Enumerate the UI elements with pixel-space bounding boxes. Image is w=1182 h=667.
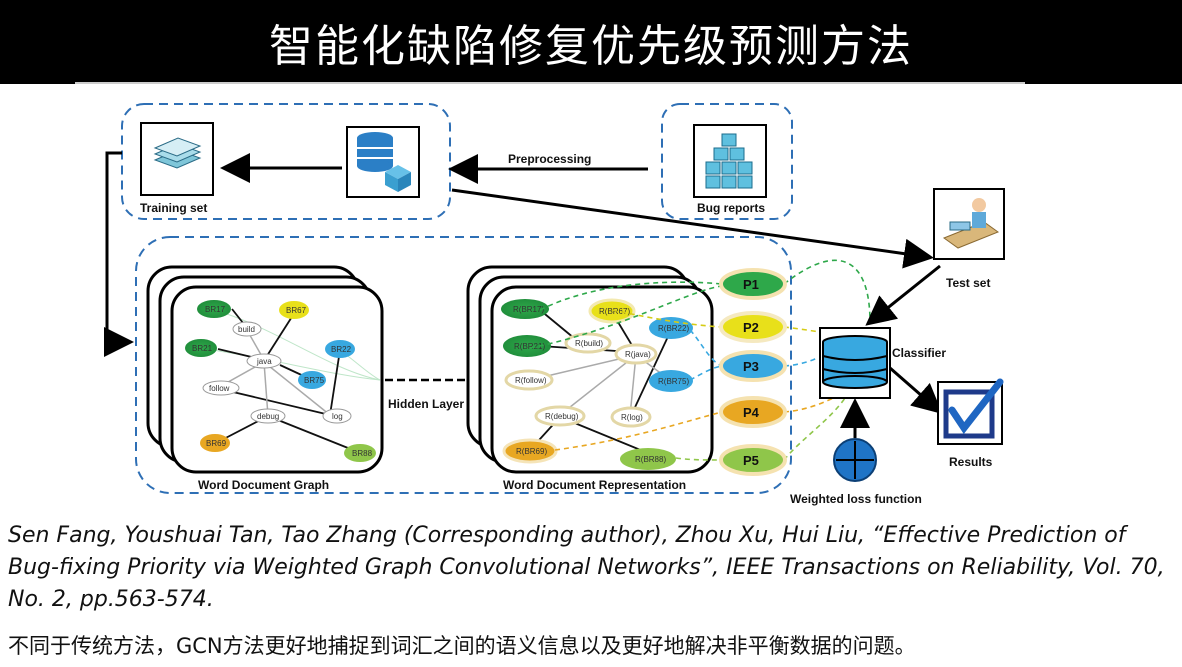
- graph-node-label: BR17: [205, 305, 226, 314]
- summary-text: 不同于传统方法，GCN方法更好地捕捉到词汇之间的语义信息以及更好地解决非平衡数据…: [8, 634, 916, 658]
- rep-node-label: R(build): [575, 339, 603, 348]
- results-checkbox-icon: [937, 378, 1004, 445]
- results-label: Results: [949, 455, 993, 469]
- rep-node-label: R(log): [621, 413, 643, 422]
- test-to-classifier-arrow: [865, 264, 941, 326]
- rep-node-label: R(BR22): [658, 324, 689, 333]
- word-document-representation-label: Word Document Representation: [503, 478, 686, 492]
- priority-p4: P4: [719, 396, 787, 428]
- rep-node-label: R(BR88): [635, 455, 666, 464]
- rep-node-label: R(BR21): [514, 342, 545, 351]
- classifier-icon: [819, 327, 891, 399]
- database-icon: [346, 126, 420, 198]
- priority-label: P4: [743, 405, 760, 420]
- bug-reports-box: [661, 103, 793, 220]
- bug-reports-icon: [693, 124, 767, 198]
- priority-p5: P5: [719, 444, 787, 476]
- rep-node-label: R(BR67): [599, 307, 630, 316]
- to-test-set-arrow: [451, 188, 934, 269]
- graph-node-label: BR88: [352, 449, 373, 458]
- priority-p1: P1: [719, 268, 787, 300]
- word-document-representation: R(BR17) R(BR67) R(BR21) R(build) R(BR22)…: [466, 265, 714, 474]
- bug-reports-label: Bug reports: [697, 201, 765, 215]
- weighted-loss-icon: [833, 438, 877, 482]
- training-set-icon: [140, 122, 214, 196]
- priority-label: P5: [743, 453, 759, 468]
- word-document-graph-label: Word Document Graph: [198, 478, 329, 492]
- weighted-loss-label: Weighted loss function: [790, 492, 922, 506]
- graph-node-label: build: [238, 325, 255, 334]
- graph-node-label: follow: [209, 384, 230, 393]
- paper-citation: Sen Fang, Youshuai Tan, Tao Zhang (Corre…: [8, 523, 1165, 612]
- classifier-to-results-arrow: [889, 366, 943, 414]
- rep-node-label: R(BR75): [658, 377, 689, 386]
- test-set-icon: [933, 188, 1005, 260]
- graph-node-label: log: [332, 412, 343, 421]
- model-group-box: [135, 236, 792, 494]
- graph-node-label: BR69: [206, 439, 227, 448]
- training-feed-arrow: [104, 151, 134, 357]
- graph-node-label: BR75: [304, 376, 325, 385]
- graph-node-label: BR21: [192, 344, 213, 353]
- title-divider: [75, 82, 1025, 84]
- graph-node-label: BR67: [286, 306, 307, 315]
- word-document-graph: BR17 build BR67 BR21 java BR22 follow BR…: [146, 265, 384, 474]
- rep-node-label: R(debug): [545, 412, 579, 421]
- rep-node-label: R(BR69): [516, 447, 547, 456]
- graph-node-label: java: [256, 357, 272, 366]
- graph-node-label: debug: [257, 412, 279, 421]
- priority-p2: P2: [719, 311, 787, 343]
- priority-label: P2: [743, 320, 759, 335]
- priority-label: P1: [743, 277, 759, 292]
- preprocessing-label: Preprocessing: [508, 152, 591, 166]
- priority-label: P3: [743, 359, 759, 374]
- priority-p3: P3: [719, 350, 787, 382]
- architecture-diagram: Training set Bug reports Preprocessing: [104, 103, 1005, 506]
- training-set-label: Training set: [140, 201, 207, 215]
- rep-node-label: R(BR17): [513, 305, 544, 314]
- classifier-label: Classifier: [892, 346, 946, 360]
- hidden-layer-label: Hidden Layer: [388, 397, 464, 411]
- rep-node-label: R(java): [625, 350, 651, 359]
- test-set-label: Test set: [946, 276, 990, 290]
- title-bar: 智能化缺陷修复优先级预测方法: [0, 0, 1182, 84]
- graph-node-label: BR22: [331, 345, 352, 354]
- page-title: 智能化缺陷修复优先级预测方法: [269, 21, 913, 72]
- rep-node-label: R(follow): [515, 376, 547, 385]
